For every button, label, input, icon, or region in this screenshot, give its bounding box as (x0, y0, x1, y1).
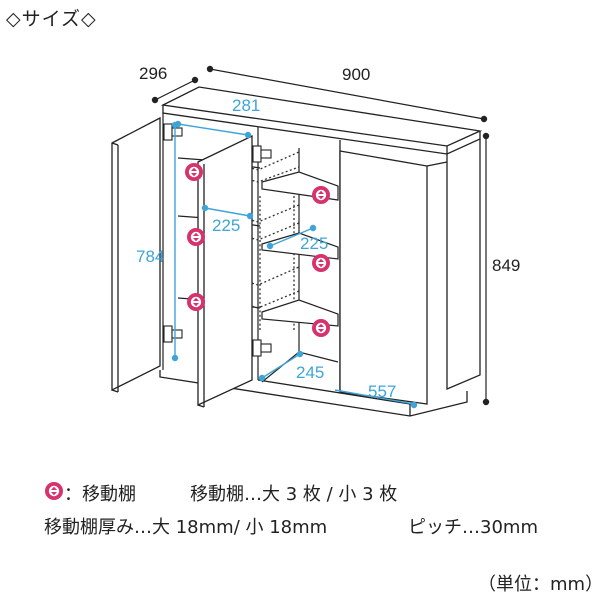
hinges (163, 123, 272, 357)
inner-height-label: 784 (136, 247, 164, 266)
outer-dimension-lines (151, 65, 490, 406)
inner-dimension-lines (171, 120, 418, 409)
shelf-depth-right-label: 225 (300, 234, 328, 253)
cabinet-top (160, 86, 483, 155)
inner-depth-label: 281 (232, 96, 260, 115)
movable-shelf-icon (45, 482, 63, 500)
legend-shelf-thickness: 移動棚厚み…大 18mm/ 小 18mm (44, 517, 328, 538)
height-label: 849 (492, 256, 520, 275)
right-compartment (261, 171, 339, 383)
middle-door (197, 134, 253, 408)
shelf-depth-left-label: 225 (212, 216, 240, 235)
legend-shelf-count: 移動棚…大 3 枚 / 小 3 枚 (190, 484, 398, 505)
cabinet-body (159, 139, 481, 417)
depth-label: 296 (139, 64, 167, 83)
width-label: 900 (342, 65, 370, 84)
legend-pitch: ピッチ…30mm (408, 517, 538, 538)
inner-width-label: 557 (368, 382, 396, 401)
left-door (111, 116, 161, 393)
unit-note: （単位：mm） (478, 574, 600, 595)
section-title: ◇サイズ◇ (6, 8, 97, 30)
legend-marker-label: ：移動棚 (64, 484, 136, 505)
bottom-depth-label: 245 (296, 363, 324, 382)
